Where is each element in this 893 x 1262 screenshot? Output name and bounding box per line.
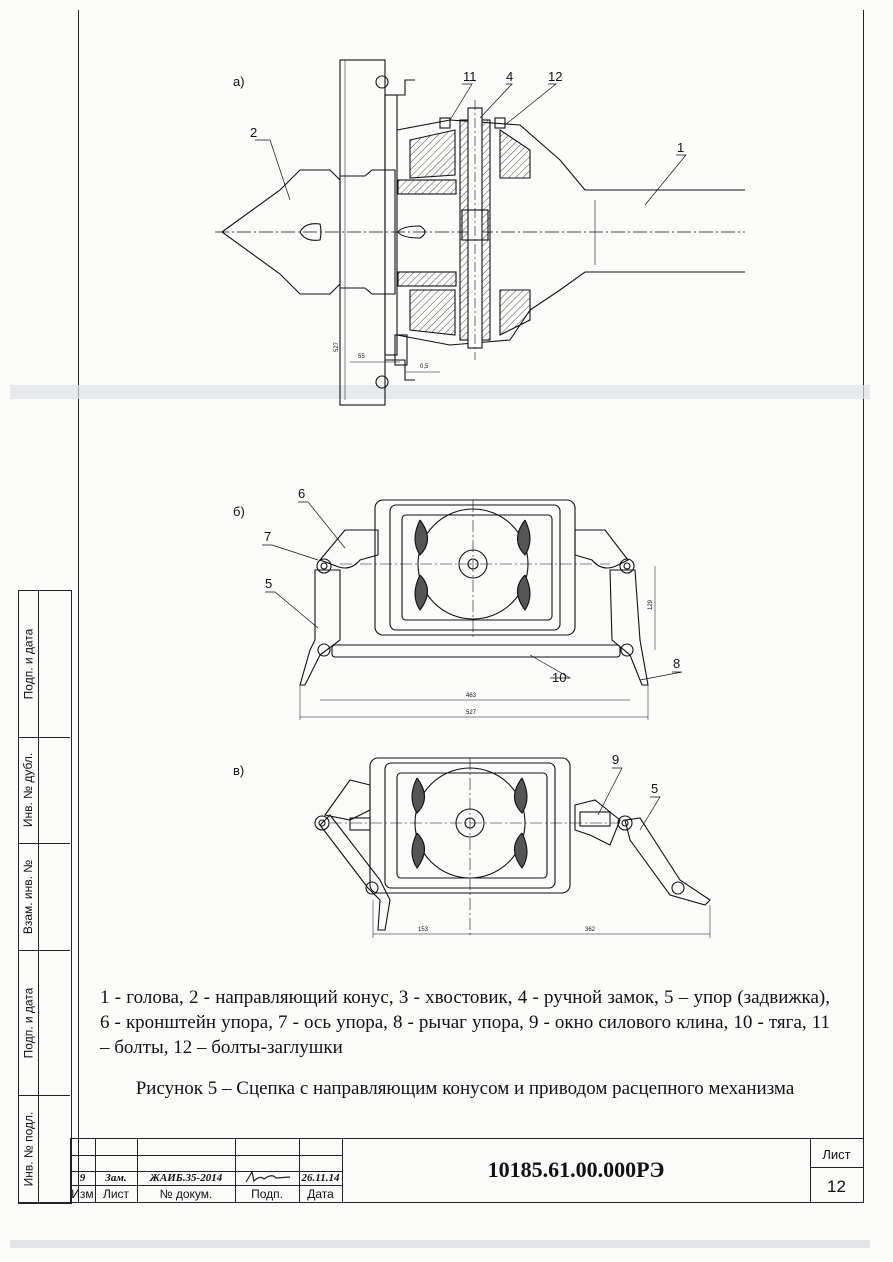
- callout-5: 5: [265, 576, 272, 591]
- callout-8: 8: [673, 656, 680, 671]
- title-block: 9 Зам. ЖАИБ.35-2014 26.11.14 Изм Лист № …: [70, 1138, 863, 1203]
- change-doc: ЖАИБ.35-2014: [149, 1172, 223, 1184]
- side-stamp-sep: [18, 1095, 70, 1096]
- callout-12: 12: [548, 69, 562, 84]
- callout-7: 7: [264, 529, 271, 544]
- callout-1: 1: [677, 140, 684, 155]
- change-list: Зам.: [105, 1172, 127, 1184]
- figure-a-drawing: [215, 59, 745, 406]
- document-designation: 10185.61.00.000РЭ: [487, 1157, 665, 1182]
- dim-55: 55: [358, 354, 365, 360]
- page-frame-bottom-line: [18, 1202, 864, 1203]
- callout-10: 10: [552, 670, 566, 685]
- header-doc: № докум.: [159, 1187, 213, 1201]
- legend-text: 1 - голова, 2 - направляющий конус, 3 - …: [100, 987, 830, 1058]
- callout-9: 9: [612, 752, 619, 767]
- figure-b-drawing: [262, 499, 683, 720]
- side-stamp-sep: [18, 843, 70, 844]
- callout-11: 11: [463, 69, 477, 84]
- page-frame-right-line: [863, 10, 864, 1202]
- side-stamp-sep: [18, 950, 70, 951]
- dim-527-a: 527: [334, 341, 340, 352]
- header-data: Дата: [307, 1187, 334, 1201]
- header-izm: Изм: [71, 1187, 94, 1201]
- callout-4: 4: [506, 69, 513, 84]
- side-stamp-divider: [38, 590, 39, 1202]
- sheet-number: 12: [827, 1177, 846, 1196]
- signature: [245, 1170, 291, 1183]
- callout-2: 2: [250, 125, 257, 140]
- scan-band: [10, 385, 870, 399]
- dim-153: 153: [418, 927, 429, 933]
- figure-a-label: а): [233, 74, 245, 89]
- header-podp: Подп.: [251, 1187, 283, 1201]
- dim-463: 463: [466, 693, 477, 699]
- figure-b-label: б): [233, 504, 245, 519]
- dim-129: 129: [648, 599, 654, 610]
- figure-caption: Рисунок 5 – Сцепка с направляющим конусо…: [135, 1078, 795, 1099]
- scan-band-bottom: [10, 1240, 870, 1248]
- header-list: Лист: [102, 1187, 130, 1201]
- side-stamp-frame: [18, 590, 72, 1204]
- page-frame-left-line: [78, 10, 79, 1202]
- figure-c-drawing: [314, 757, 711, 938]
- change-izm: 9: [79, 1172, 86, 1184]
- change-date: 26.11.14: [301, 1172, 340, 1184]
- dim-0-5: 0,5: [420, 364, 429, 370]
- dim-362: 362: [585, 927, 596, 933]
- callout-6: 6: [298, 486, 305, 501]
- sheet-label: Лист: [822, 1147, 851, 1162]
- callout-5c: 5: [651, 781, 658, 796]
- dim-527-b: 527: [466, 710, 477, 716]
- figure-c-label: в): [233, 763, 244, 778]
- side-stamp-sep: [18, 737, 70, 738]
